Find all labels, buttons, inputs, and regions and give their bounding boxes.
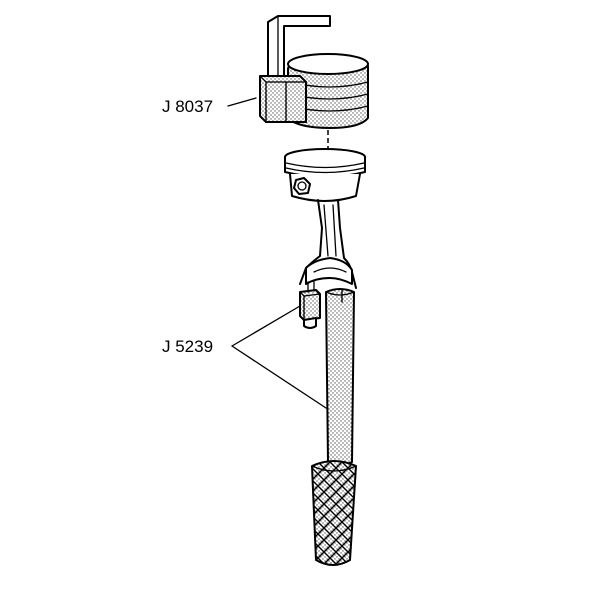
compressor-band (287, 53, 369, 129)
guide-knurled-grip (311, 460, 357, 566)
callout-label-j8037: J 8037 (162, 97, 213, 116)
callout-label-j5239: J 5239 (162, 337, 213, 356)
connecting-rod (299, 199, 357, 289)
rod-guide-short (299, 281, 321, 329)
ring-compressor-tool (259, 15, 369, 129)
leader-line-j8037 (227, 97, 257, 107)
piston (284, 148, 366, 202)
leader-line-j5239-lower (231, 345, 327, 409)
compressor-hex-key (267, 15, 331, 79)
compressor-clamp (259, 75, 307, 123)
rod-guide-long (311, 288, 357, 566)
leader-line-j5239-upper (231, 305, 301, 347)
